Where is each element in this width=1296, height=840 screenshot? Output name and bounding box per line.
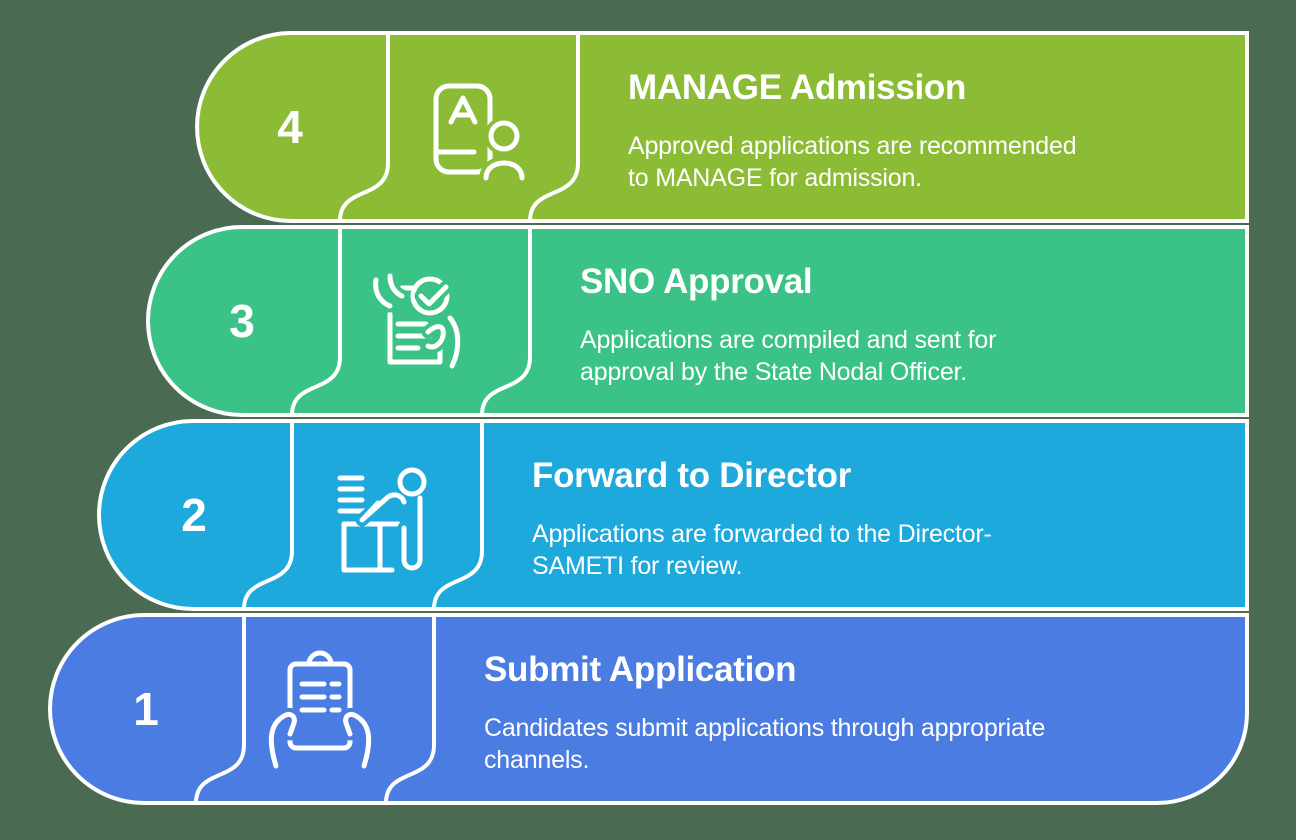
step-2-icon-divider: [432, 421, 484, 610]
step-2-number-divider: [242, 421, 294, 610]
step-3-row: [146, 225, 1249, 417]
step-4-description: Approved applications are recommended to…: [628, 132, 1077, 192]
step-3-title: SNO Approval: [580, 262, 813, 301]
id-card-person-icon: [433, 83, 529, 185]
step-3-description: Applications are compiled and sent for a…: [580, 326, 997, 386]
step-3-number-divider: [290, 227, 342, 416]
step-3-number: 3: [229, 295, 255, 347]
step-1-icon-divider: [384, 615, 436, 804]
person-at-desk-icon: [337, 463, 431, 575]
step-4-title: MANAGE Admission: [628, 68, 967, 107]
step-4-icon-divider: [528, 33, 580, 222]
step-2-number: 2: [181, 489, 207, 541]
step-4-number: 4: [277, 101, 303, 153]
step-2-row: [97, 419, 1249, 611]
step-4-number-divider: [338, 33, 390, 222]
step-1-row: [48, 613, 1249, 805]
step-1-number-divider: [194, 615, 246, 804]
step-2-description: Applications are forwarded to the Direct…: [532, 520, 992, 580]
document-check-hands-icon: [369, 269, 465, 373]
step-3-icon-divider: [480, 227, 532, 416]
step-2-title: Forward to Director: [532, 456, 852, 495]
step-1-description: Candidates submit applications through a…: [484, 714, 1046, 774]
step-1-title: Submit Application: [484, 650, 797, 689]
step-1-number: 1: [133, 683, 159, 735]
hands-holding-clipboard-icon: [264, 650, 376, 773]
